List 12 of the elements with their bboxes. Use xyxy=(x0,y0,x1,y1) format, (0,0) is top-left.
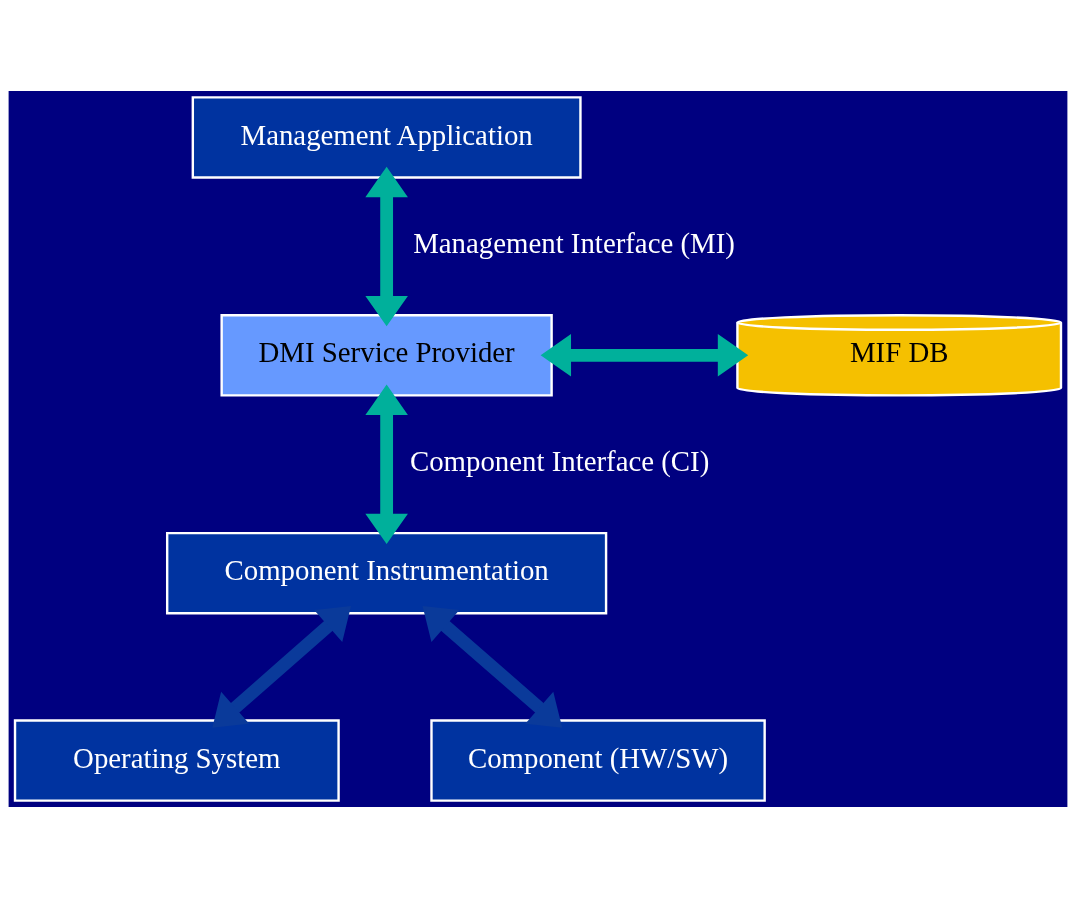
arrow xyxy=(365,166,408,326)
arrow xyxy=(540,333,749,377)
edge-label: Component Interface (CI) xyxy=(409,444,710,477)
node-box: Component Instrumentation xyxy=(166,531,608,614)
edge-label: Management Interface (MI) xyxy=(413,226,735,259)
arrow xyxy=(212,605,352,728)
arrow xyxy=(422,605,563,728)
node-box: DMI Service Provider xyxy=(220,313,553,397)
arrow xyxy=(365,384,408,544)
node-box: Management Application xyxy=(191,95,582,179)
node-box: Operating System xyxy=(13,718,340,802)
node-box: Component (HW/SW) xyxy=(430,718,766,802)
